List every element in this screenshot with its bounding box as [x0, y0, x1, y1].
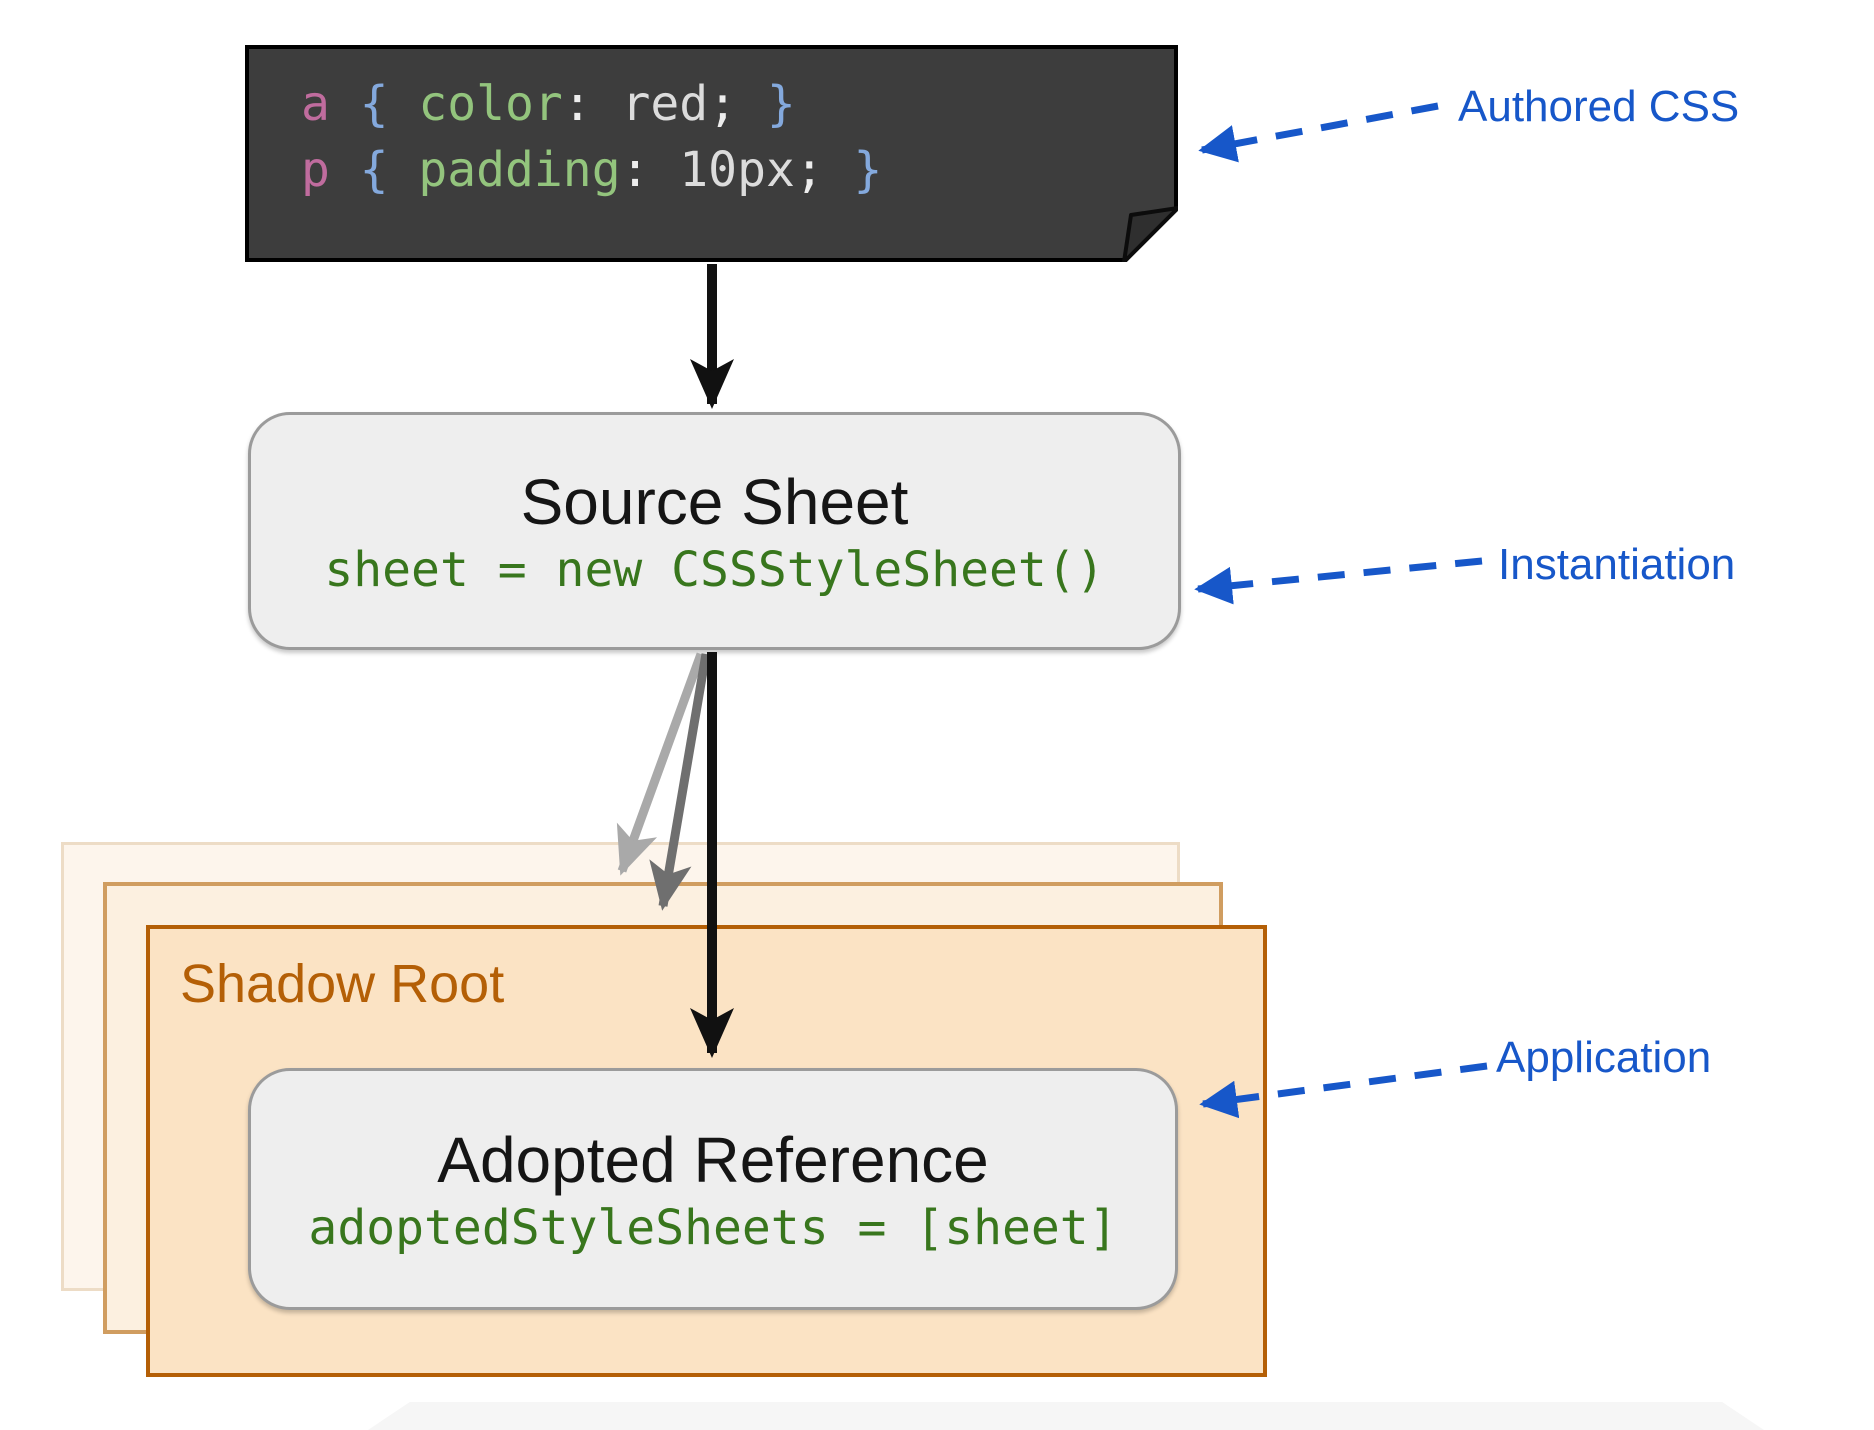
annotation-arrow-instantiation: [1194, 557, 1483, 605]
css-property: color: [418, 76, 563, 132]
css-semicolon: ;: [708, 76, 738, 132]
css-rule-line: a { color: red;}: [301, 71, 882, 137]
css-selector: p: [301, 142, 330, 198]
css-rule-line: p { padding:10px;}: [301, 137, 882, 203]
source-sheet-box: Source Sheet sheet = new CSSStyleSheet(): [248, 412, 1181, 650]
annotation-arrow-authored-css: [1198, 102, 1439, 163]
css-selector: a: [301, 76, 330, 132]
shadow-root-label: Shadow Root: [180, 954, 505, 1014]
css-brace-close: }: [853, 142, 883, 198]
adopted-reference-box: Adopted Reference adoptedStyleSheets = […: [248, 1068, 1178, 1310]
source-sheet-code: sheet = new CSSStyleSheet(): [324, 541, 1105, 598]
annotation-application: Application: [1496, 1033, 1712, 1082]
annotation-instantiation: Instantiation: [1498, 540, 1736, 589]
css-colon: :: [620, 142, 650, 198]
css-brace-open: {: [359, 76, 389, 132]
css-semicolon: ;: [794, 142, 824, 198]
adopted-reference-title: Adopted Reference: [437, 1123, 989, 1196]
authored-css-code-box: a{color:red;} p{padding:10px;}: [245, 45, 1180, 264]
css-value: 10px: [679, 142, 795, 198]
flow-arrow-source-to-back-layer: [616, 652, 706, 876]
css-colon: :: [562, 76, 592, 132]
page-fold-icon: [1118, 202, 1180, 264]
source-sheet-title: Source Sheet: [520, 465, 909, 538]
css-value: red: [621, 76, 709, 132]
authored-css-code: a{color:red;} p{padding:10px;}: [301, 71, 882, 203]
css-property: padding: [418, 142, 621, 198]
css-brace-open: {: [359, 142, 389, 198]
annotation-authored-css: Authored CSS: [1458, 82, 1740, 131]
bottom-shadow-strip: [368, 1402, 1764, 1430]
adopted-reference-code: adoptedStyleSheets = [sheet]: [308, 1199, 1118, 1256]
css-brace-close: }: [766, 76, 796, 132]
